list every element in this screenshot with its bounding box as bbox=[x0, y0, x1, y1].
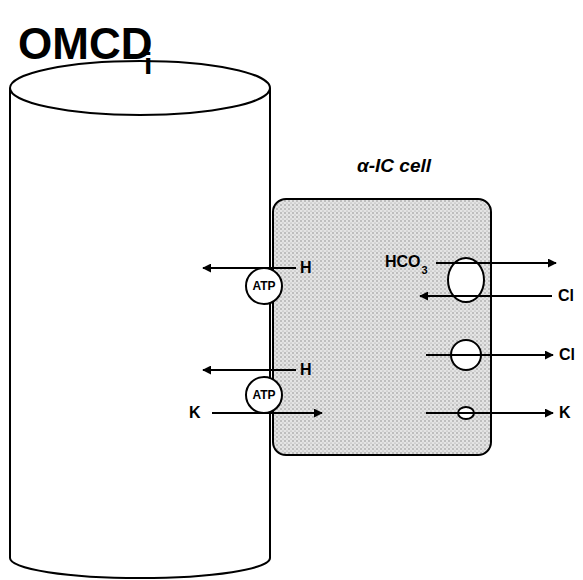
ion-label: K bbox=[189, 405, 201, 421]
flux-arrow bbox=[426, 412, 553, 414]
flux-arrow bbox=[420, 295, 552, 297]
ion-label: H bbox=[300, 362, 312, 378]
ion-label: K bbox=[559, 405, 571, 421]
atpase-pump: ATP bbox=[245, 376, 283, 414]
ion-label: Cl bbox=[558, 288, 574, 304]
cell-heading: α-IC cell bbox=[357, 156, 431, 175]
subscript: i bbox=[144, 49, 152, 79]
atpase-pump: ATP bbox=[245, 267, 283, 305]
subscript: 3 bbox=[422, 265, 428, 276]
ion-label: Cl bbox=[559, 347, 575, 363]
pump-label: ATP bbox=[252, 280, 275, 292]
ion-label: H bbox=[300, 260, 312, 276]
pump-label: ATP bbox=[252, 389, 275, 401]
cell-stipple bbox=[273, 199, 491, 455]
title: OMCD bbox=[18, 22, 152, 66]
ion-label: HCO bbox=[385, 254, 421, 270]
tubule-lumen bbox=[10, 61, 270, 115]
flux-arrow bbox=[203, 267, 296, 269]
cell-outline: α-IC cell bbox=[272, 198, 492, 456]
flux-arrow bbox=[436, 262, 556, 264]
flux-arrow bbox=[203, 369, 296, 371]
flux-arrow bbox=[426, 354, 553, 356]
tubule-body bbox=[10, 88, 270, 578]
